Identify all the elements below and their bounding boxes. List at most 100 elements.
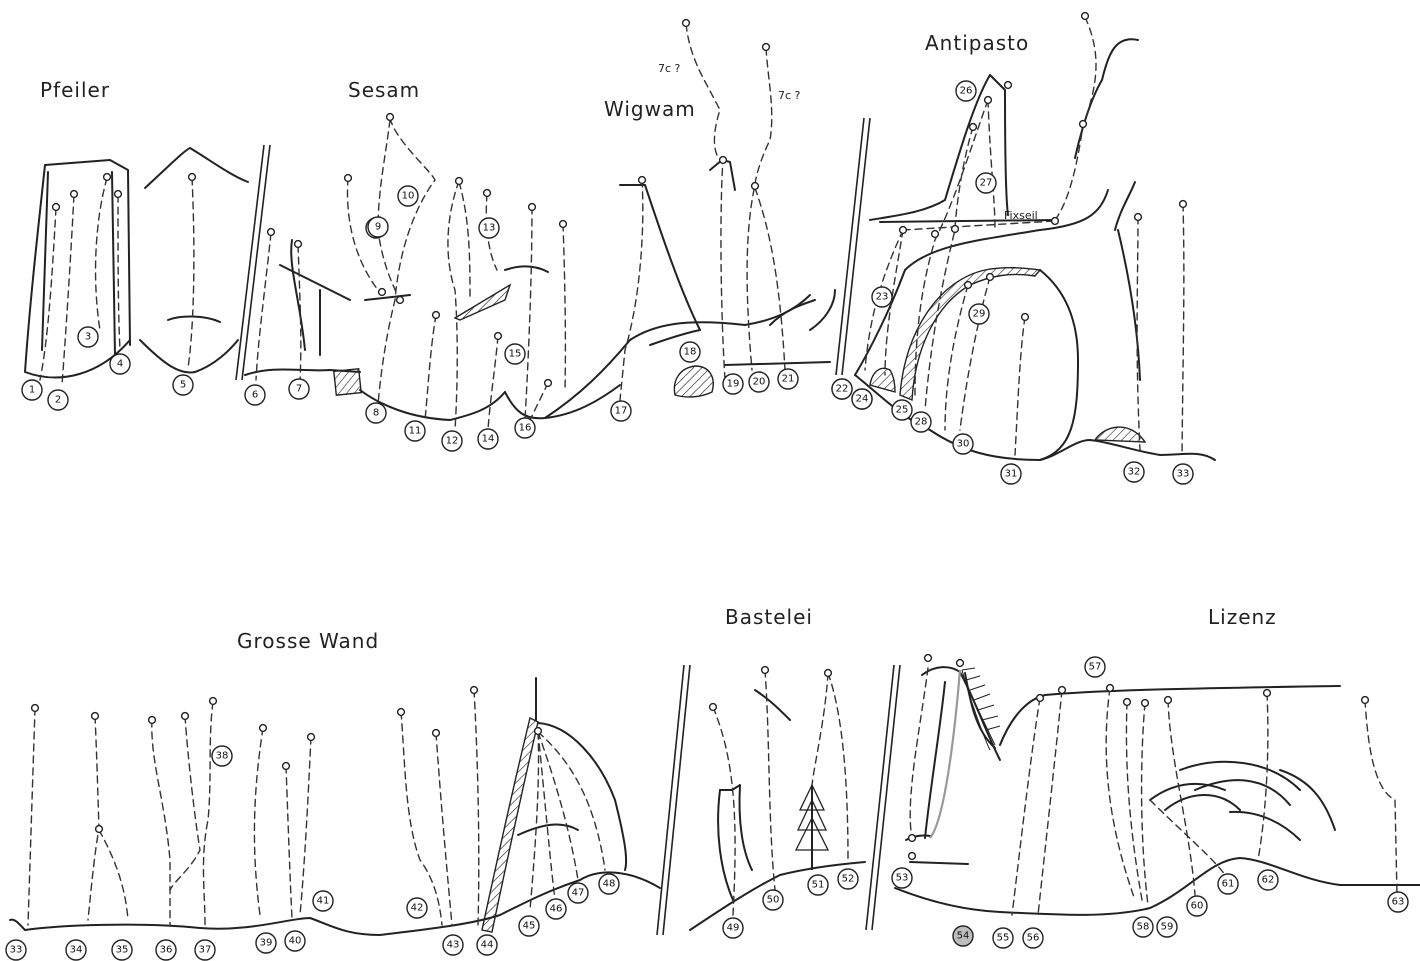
route-number-11: 11: [405, 421, 425, 441]
route-number-34: 34: [66, 940, 86, 960]
sector-label-sesam: Sesam: [348, 78, 420, 102]
route-number-label: 19: [727, 379, 740, 390]
route-number-label: 48: [603, 879, 616, 890]
boulder: [674, 366, 713, 397]
route-number-label: 1: [29, 385, 35, 396]
route-number-label: 61: [1222, 879, 1235, 890]
route-number-47: 47: [568, 883, 588, 903]
anchor-ring: [1180, 201, 1187, 208]
anchor-ring: [495, 333, 502, 340]
route-number-50: 50: [763, 890, 783, 910]
route-number-label: 2: [55, 395, 61, 406]
anchor-ring: [484, 190, 491, 197]
route-number-label: 45: [523, 921, 536, 932]
anchor-ring: [32, 705, 39, 712]
route-number-27: 27: [976, 173, 996, 193]
route-number-label: 52: [842, 874, 855, 885]
route-number-label: 4: [117, 359, 123, 370]
route-number-16: 16: [515, 418, 535, 438]
grade-note: 7c ?: [778, 89, 801, 102]
anchor-ring: [752, 183, 759, 190]
route-number-label: 21: [782, 374, 795, 385]
route-number-label: 62: [1262, 875, 1275, 886]
route-number-28: 28: [911, 412, 931, 432]
anchor-ring: [957, 660, 964, 667]
route-number-59: 59: [1157, 917, 1177, 937]
route-number-label: 17: [615, 406, 628, 417]
route-number-17: 17: [611, 401, 631, 421]
anchor-ring: [283, 763, 290, 770]
route-number-label: 29: [973, 309, 986, 320]
route-number-3: 3: [78, 327, 98, 347]
route-number-61: 61: [1218, 874, 1238, 894]
route-number-53: 53: [892, 868, 912, 888]
anchor-ring: [909, 835, 916, 842]
anchor-ring: [456, 178, 463, 185]
route-number-label: 9: [375, 222, 381, 233]
anchor-ring: [909, 853, 916, 860]
route-number-label: 34: [70, 945, 83, 956]
route-number-18: 18: [680, 342, 700, 362]
route-number-14: 14: [478, 429, 498, 449]
route-number-20: 20: [749, 372, 769, 392]
route-number-label: 33: [10, 945, 23, 956]
anchor-ring: [189, 174, 196, 181]
anchors-top: [53, 13, 1187, 387]
anchor-ring: [987, 274, 994, 281]
route-number-label: 50: [767, 895, 780, 906]
anchor-ring: [952, 226, 959, 233]
anchor-ring: [1264, 690, 1271, 697]
route-number-label: 32: [1128, 467, 1141, 478]
anchor-ring: [295, 241, 302, 248]
route-number-label: 10: [402, 191, 415, 202]
anchor-ring: [433, 312, 440, 319]
route-number-label: 5: [180, 380, 186, 391]
route-number-label: 35: [116, 945, 129, 956]
route-number-label: 43: [447, 940, 460, 951]
route-number-label: 27: [980, 178, 993, 189]
anchor-ring: [397, 297, 404, 304]
route-number-label: 51: [812, 880, 825, 891]
route-number-label: 53: [896, 873, 909, 884]
route-number-label: 56: [1027, 933, 1040, 944]
route-number-label: 39: [260, 938, 273, 949]
anchor-ring: [710, 704, 717, 711]
route-number-44: 44: [477, 935, 497, 955]
anchor-ring: [720, 157, 727, 164]
anchor-ring: [104, 174, 111, 181]
route-number-label: 7: [296, 384, 302, 395]
route-number-label: 14: [482, 434, 495, 445]
route-number-42: 42: [407, 898, 427, 918]
route-number-21: 21: [778, 369, 798, 389]
anchor-ring: [1165, 697, 1172, 704]
route-number-label: 31: [1005, 469, 1018, 480]
hatched-overhang: [455, 285, 510, 320]
route-number-33: 33: [6, 940, 26, 960]
anchor-ring: [53, 204, 60, 211]
anchor-ring: [1080, 121, 1087, 128]
route-number-39: 39: [256, 933, 276, 953]
anchor-ring: [182, 713, 189, 720]
route-number-label: 16: [519, 423, 532, 434]
anchor-ring: [1022, 314, 1029, 321]
anchor-ring: [433, 730, 440, 737]
route-number-label: 13: [483, 223, 496, 234]
anchor-ring: [268, 229, 275, 236]
route-number-22: 22: [832, 379, 852, 399]
route-number-4: 4: [110, 354, 130, 374]
route-number-1: 1: [22, 380, 42, 400]
route-number-label: 60: [1191, 901, 1204, 912]
anchor-ring: [763, 44, 770, 51]
route-number-label: 40: [289, 936, 302, 947]
anchor-ring: [985, 97, 992, 104]
route-number-49: 49: [723, 918, 743, 938]
route-number-label: 63: [1392, 897, 1405, 908]
route-number-label: 30: [957, 439, 970, 450]
route-number-label: 23: [876, 292, 889, 303]
anchor-ring: [925, 655, 932, 662]
boulder: [334, 369, 361, 395]
anchor-ring: [762, 667, 769, 674]
route-number-label: 8: [373, 408, 379, 419]
anchor-ring: [210, 698, 217, 705]
